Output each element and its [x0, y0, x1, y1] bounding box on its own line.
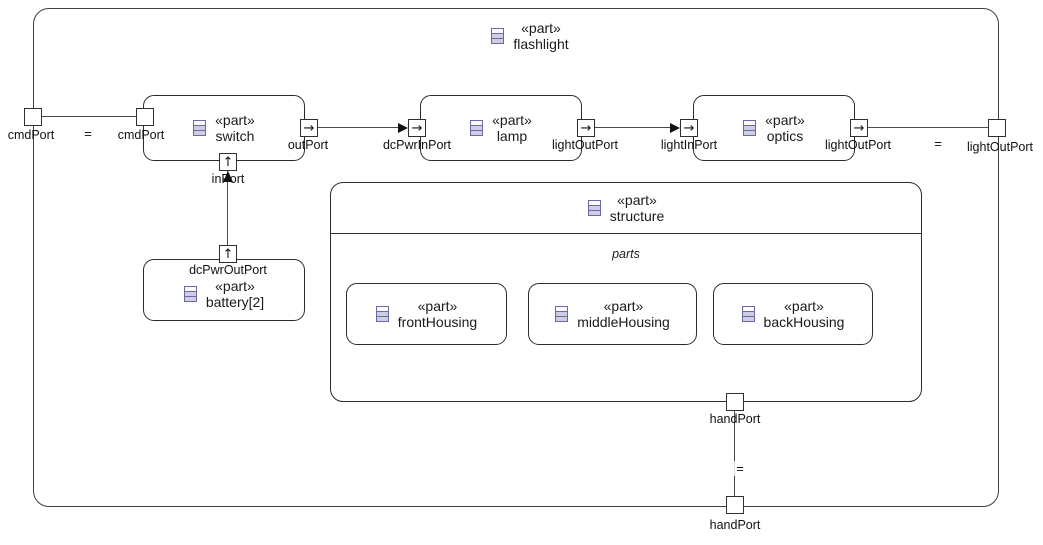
connector-dcPwrOutPort-inPort[interactable] [227, 171, 228, 245]
port-label-optics-lightInPort: lightInPort [660, 138, 718, 152]
port-label-switch-outPort: outPort [287, 138, 329, 152]
port-outer-lightOutPort[interactable] [988, 119, 1006, 137]
port-label-battery-dcPwrOutPort: dcPwrOutPort [189, 263, 267, 277]
block-stereotype: «part» [784, 298, 824, 314]
parts-compartment-label: parts [612, 247, 640, 261]
block-stereotype: «part» [215, 112, 255, 128]
flow-arrow-right-icon: → [853, 120, 865, 136]
block-stereotype: «part» [521, 20, 561, 36]
flow-arrow-right-icon: → [303, 120, 315, 136]
block-stereotype: «part» [492, 112, 532, 128]
connector-lightOutPort[interactable] [868, 127, 988, 128]
arrowhead-icon [398, 123, 408, 133]
port-label-outer-handPort: handPort [709, 518, 761, 532]
block-flashlight-header: «part» flashlight [455, 19, 605, 53]
part-icon [375, 306, 389, 322]
port-label-outer-lightOutPort: lightOutPort [966, 140, 1034, 154]
block-name: backHousing [763, 314, 845, 330]
flow-arrow-right-icon: → [411, 120, 423, 136]
part-icon [470, 120, 484, 136]
block-stereotype: «part» [215, 278, 255, 294]
arrowhead-icon [223, 171, 233, 182]
port-optics-lightOutPort[interactable]: → [850, 119, 868, 137]
port-switch-inPort[interactable]: ↑ [219, 153, 237, 171]
block-name: frontHousing [397, 314, 478, 330]
block-name: lamp [496, 128, 528, 144]
block-name: battery[2] [205, 294, 265, 310]
connector-lightOutPort-lightInPort[interactable] [595, 127, 672, 128]
port-lamp-dcPwrInPort[interactable]: → [408, 119, 426, 137]
port-label-switch-inPort: inPort [211, 172, 245, 186]
part-icon [587, 200, 601, 216]
port-switch-outPort[interactable]: → [300, 119, 318, 137]
part-icon [555, 306, 569, 322]
block-backHousing[interactable]: «part» backHousing [713, 283, 873, 345]
block-battery[interactable]: «part» battery[2] [143, 259, 305, 321]
block-stereotype: «part» [417, 298, 458, 314]
connector-equality-label: = [932, 136, 944, 151]
port-structure-handPort[interactable] [726, 393, 744, 411]
port-label-structure-handPort: handPort [709, 412, 761, 426]
port-outer-cmdPort[interactable] [24, 108, 42, 126]
port-label-lamp-lightOutPort: lightOutPort [551, 138, 619, 152]
part-icon [183, 286, 197, 302]
port-label-switch-cmdPort: cmdPort [117, 128, 165, 142]
part-icon [741, 306, 755, 322]
arrowhead-icon [670, 123, 680, 133]
block-optics[interactable]: «part» optics [693, 95, 855, 161]
block-switch[interactable]: «part» switch [143, 95, 305, 161]
part-icon [193, 120, 207, 136]
port-outer-handPort[interactable] [726, 496, 744, 514]
flow-arrow-up-icon: ↑ [222, 246, 234, 262]
connector-handPort[interactable] [734, 411, 735, 496]
port-optics-lightInPort[interactable]: → [680, 119, 698, 137]
block-stereotype: «part» [617, 192, 657, 208]
block-frontHousing[interactable]: «part» frontHousing [346, 283, 507, 345]
block-structure-header: «part» structure [331, 183, 921, 234]
port-lamp-lightOutPort[interactable]: → [577, 119, 595, 137]
block-name: structure [609, 208, 665, 224]
connector-equality-label: = [82, 126, 94, 141]
port-switch-cmdPort[interactable] [136, 108, 154, 126]
port-label-outer-cmdPort: cmdPort [7, 128, 55, 142]
block-middleHousing[interactable]: «part» middleHousing [528, 283, 697, 345]
part-icon [491, 28, 505, 44]
block-name: optics [766, 128, 804, 144]
block-name: switch [215, 128, 255, 144]
connector-cmdPort[interactable] [42, 116, 136, 117]
flow-arrow-up-icon: ↑ [222, 154, 234, 170]
connector-equality-label: = [734, 461, 746, 476]
block-name: middleHousing [577, 314, 670, 330]
block-stereotype: «part» [603, 298, 644, 314]
flow-arrow-right-icon: → [580, 120, 592, 136]
port-battery-dcPwrOutPort[interactable]: ↑ [219, 245, 237, 263]
flow-arrow-right-icon: → [683, 120, 695, 136]
port-label-lamp-dcPwrInPort: dcPwrInPort [382, 138, 452, 152]
block-lamp[interactable]: «part» lamp [420, 95, 582, 161]
connector-outPort-dcPwrInPort[interactable] [318, 127, 400, 128]
block-stereotype: «part» [765, 112, 805, 128]
block-name: flashlight [513, 36, 569, 52]
port-label-optics-lightOutPort: lightOutPort [824, 138, 892, 152]
part-icon [743, 120, 757, 136]
